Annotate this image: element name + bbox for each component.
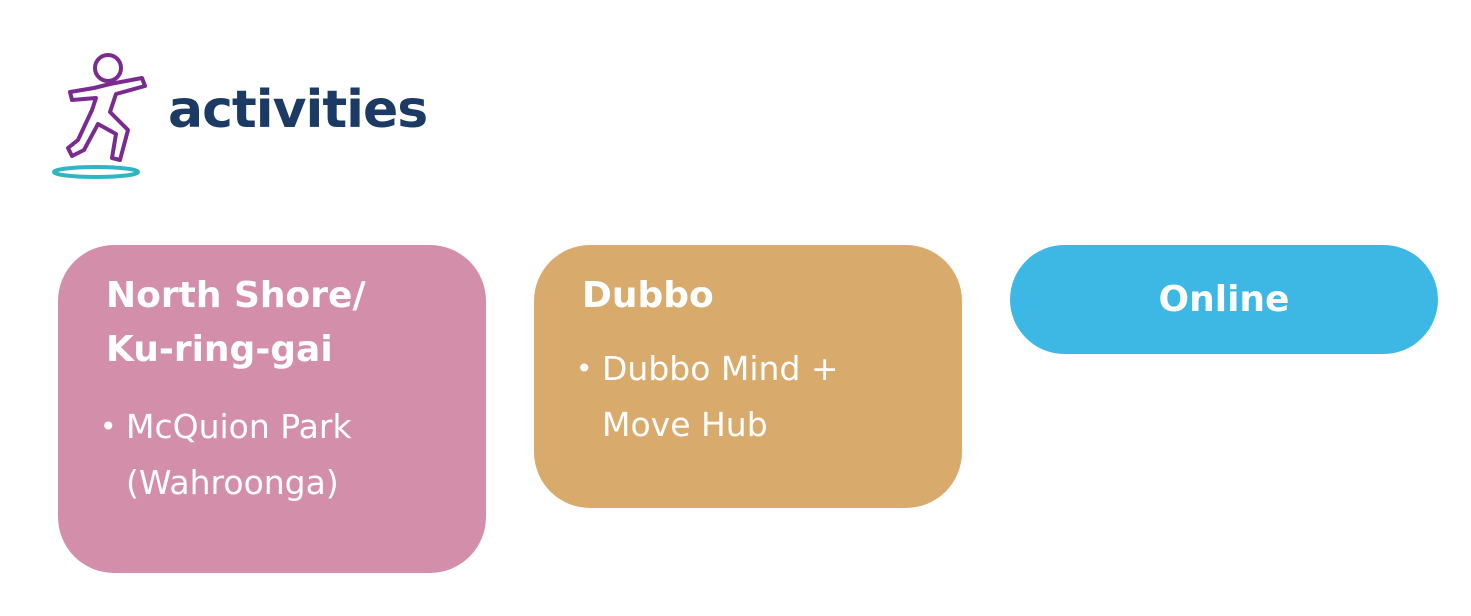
venue-name-line: Move Hub <box>602 405 768 444</box>
logo-wordmark: activities <box>168 80 428 140</box>
card-title-line: Ku-ring-gai <box>106 329 333 370</box>
list-item: • Dubbo Mind + Move Hub <box>576 341 914 453</box>
card-title-line: North Shore/ <box>106 275 366 316</box>
card-title: Online <box>1158 278 1290 320</box>
location-card-online[interactable]: Online <box>1010 245 1438 354</box>
card-title: Dubbo <box>582 269 914 323</box>
venue-list: • McQuion Park (Wahroonga) <box>100 399 438 511</box>
stick-figure-jumping-icon <box>52 53 147 179</box>
venue-name-line: (Wahroonga) <box>126 463 339 502</box>
bullet: • <box>576 352 593 385</box>
bullet: • <box>100 410 117 443</box>
card-title-line: Dubbo <box>582 275 714 316</box>
card-title: North Shore/ Ku-ring-gai <box>106 269 438 377</box>
location-card-north-shore[interactable]: North Shore/ Ku-ring-gai • McQuion Park … <box>58 245 486 573</box>
venue-name-line: McQuion Park <box>126 407 352 446</box>
list-item: • McQuion Park (Wahroonga) <box>100 399 438 511</box>
activities-logo: activities <box>50 48 428 184</box>
venue-list: • Dubbo Mind + Move Hub <box>576 341 914 453</box>
venue-name-line: Dubbo Mind + <box>602 349 839 388</box>
location-card-dubbo[interactable]: Dubbo • Dubbo Mind + Move Hub <box>534 245 962 508</box>
